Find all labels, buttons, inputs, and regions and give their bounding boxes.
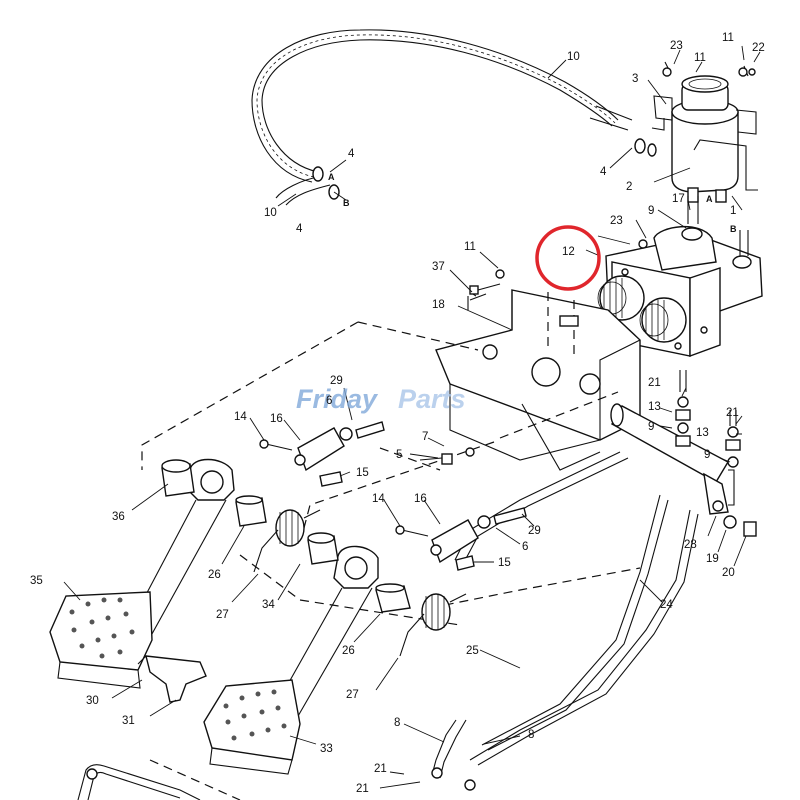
- callout-26: 26: [342, 645, 355, 657]
- callout-36: 36: [112, 511, 125, 523]
- port-letter-a: A: [328, 172, 335, 182]
- callout-14: 14: [234, 411, 247, 423]
- callout-15: 15: [498, 557, 511, 569]
- callout-29: 29: [528, 525, 541, 537]
- callout-labels: 10 4 A B 10 4 4 23 11 11 22 3 2 17 A 1 9…: [30, 32, 765, 795]
- callout-31: 31: [122, 715, 135, 727]
- callout-30: 30: [86, 695, 99, 707]
- callout-35: 35: [30, 575, 43, 587]
- callout-26: 26: [208, 569, 221, 581]
- port-letter-b: B: [730, 224, 737, 234]
- lower-line: [77, 764, 201, 800]
- callout-8: 8: [528, 729, 534, 741]
- callout-9: 9: [648, 421, 654, 433]
- port-letter-a: A: [706, 194, 713, 204]
- callout-9: 9: [704, 449, 710, 461]
- bushings-and-springs: [235, 495, 467, 657]
- callout-11: 11: [464, 241, 476, 253]
- watermark-text-friday: Friday: [296, 384, 379, 414]
- callout-2: 2: [626, 181, 632, 193]
- callout-25: 25: [466, 645, 479, 657]
- callout-33: 33: [320, 743, 333, 755]
- brake-pedal-right: [203, 532, 379, 775]
- master-cylinder-assembly: [597, 196, 763, 358]
- callout-10: 10: [264, 207, 277, 219]
- callout-21: 21: [374, 763, 387, 775]
- callout-27: 27: [346, 689, 359, 701]
- pedal-latch: [137, 655, 207, 703]
- guide-lines: [141, 321, 641, 800]
- callout-4: 4: [600, 166, 607, 178]
- callout-17: 17: [672, 193, 685, 205]
- port-letter-b: B: [343, 198, 350, 208]
- callout-15: 15: [356, 467, 369, 479]
- callout-28: 28: [684, 539, 697, 551]
- callout-14: 14: [372, 493, 385, 505]
- callout-4: 4: [348, 148, 355, 160]
- callout-13: 13: [648, 401, 661, 413]
- hydraulic-fittings: [675, 370, 757, 537]
- callout-7: 7: [422, 431, 428, 443]
- callout-23: 23: [610, 215, 623, 227]
- callout-3: 3: [632, 73, 638, 85]
- callout-29: 29: [330, 375, 343, 387]
- callout-20: 20: [722, 567, 735, 579]
- callout-6: 6: [522, 541, 528, 553]
- callout-21: 21: [356, 783, 369, 795]
- callout-37: 37: [432, 261, 445, 273]
- watermark: Friday Parts: [296, 384, 466, 414]
- callout-13: 13: [696, 427, 709, 439]
- callout-4: 4: [296, 223, 303, 235]
- callout-6: 6: [326, 395, 332, 407]
- callout-5: 5: [396, 449, 402, 461]
- brake-pedal-left: [49, 458, 235, 689]
- callout-22: 22: [752, 42, 765, 54]
- callout-11: 11: [694, 52, 706, 64]
- cross-shaft: [610, 403, 735, 515]
- callout-21: 21: [648, 377, 661, 389]
- callout-16: 16: [414, 493, 427, 505]
- callout-11: 11: [722, 32, 734, 44]
- fluid-reservoir: [651, 61, 758, 203]
- callout-1: 1: [730, 205, 736, 217]
- leader-lines: [63, 45, 761, 789]
- linkage-rods: [431, 451, 699, 791]
- callout-16: 16: [270, 413, 283, 425]
- callout-24: 24: [660, 599, 673, 611]
- callout-12: 12: [562, 246, 575, 258]
- mounting-bracket: [435, 289, 641, 471]
- callout-18: 18: [432, 299, 445, 311]
- callout-10: 10: [567, 51, 580, 63]
- clevis-and-pins: [259, 269, 527, 571]
- callout-27: 27: [216, 609, 229, 621]
- callout-19: 19: [706, 553, 719, 565]
- hose-assembly: [251, 29, 657, 206]
- callout-21: 21: [726, 407, 739, 419]
- callout-8: 8: [394, 717, 400, 729]
- watermark-text-parts: Parts: [398, 384, 466, 414]
- highlight-circle: [535, 225, 601, 291]
- callout-34: 34: [262, 599, 275, 611]
- callout-9: 9: [648, 205, 654, 217]
- callout-23: 23: [670, 40, 683, 52]
